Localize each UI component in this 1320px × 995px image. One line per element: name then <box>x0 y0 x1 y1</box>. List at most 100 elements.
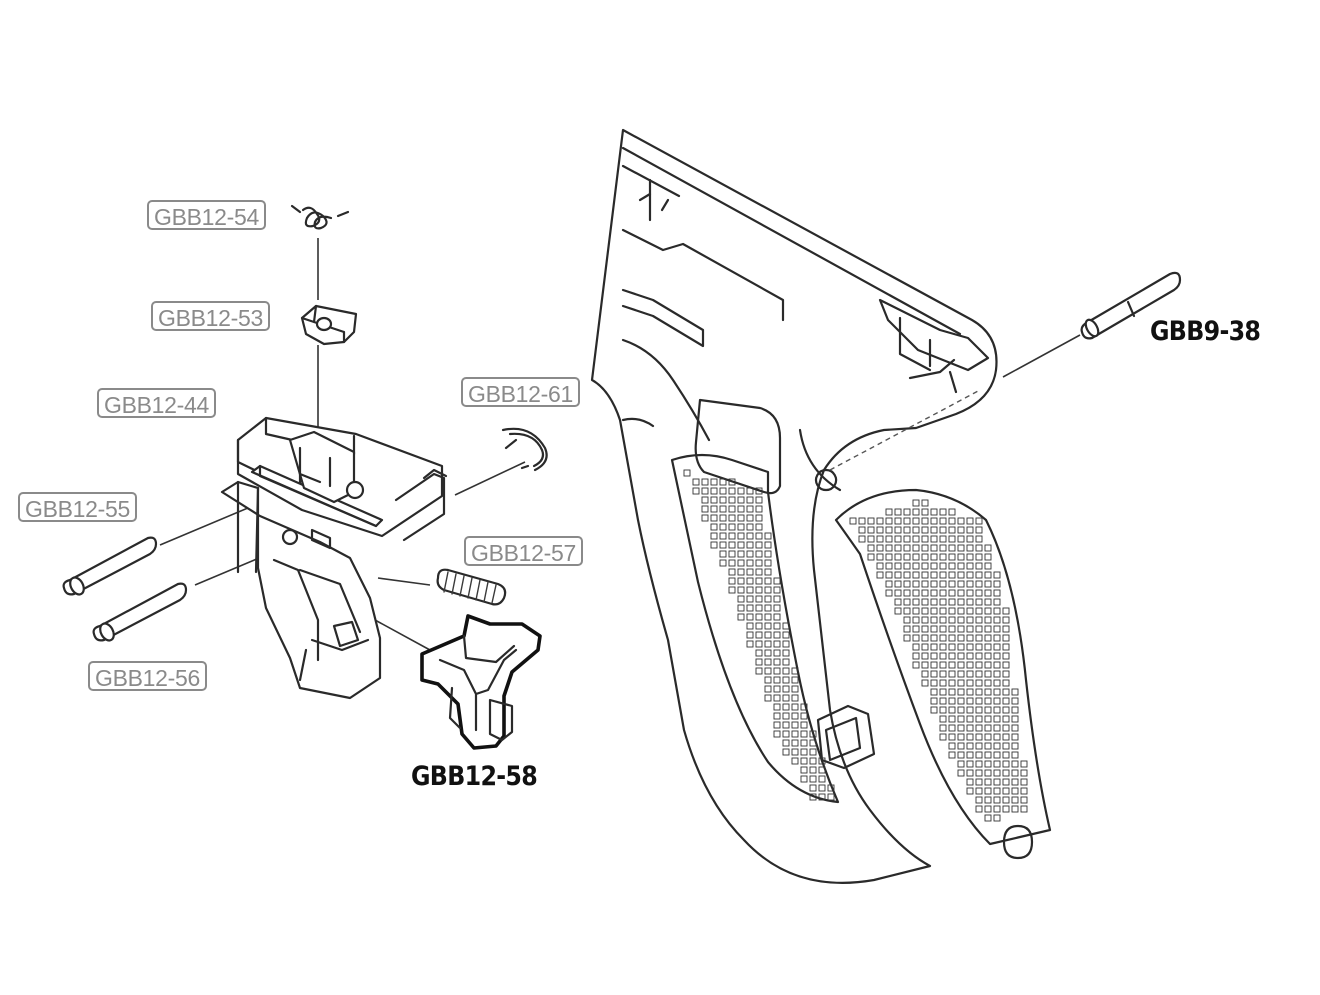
grip-texture-cell <box>755 523 763 531</box>
grip-texture-cell <box>719 532 727 540</box>
pin-gbb12-55-icon <box>62 536 158 596</box>
grip-texture-cell <box>966 526 974 534</box>
grip-texture-cell <box>975 625 983 633</box>
grip-texture-cell <box>903 607 911 615</box>
grip-texture-cell <box>975 652 983 660</box>
grip-texture-cell <box>1011 805 1019 813</box>
grip-texture-cell <box>773 622 781 630</box>
grip-texture-cell <box>948 661 956 669</box>
grip-texture-cell <box>939 724 947 732</box>
grip-texture-cell <box>764 667 772 675</box>
grip-texture-cell <box>984 589 992 597</box>
grip-texture-cell <box>710 505 718 513</box>
grip-texture-cell <box>858 517 866 525</box>
grip-texture-cell <box>764 604 772 612</box>
grip-texture-cell <box>930 589 938 597</box>
grip-texture-cell <box>894 589 902 597</box>
grip-texture-cell <box>876 535 884 543</box>
grip-texture-cell <box>782 649 790 657</box>
grip-texture-cell <box>957 769 965 777</box>
grip-texture-cell <box>912 643 920 651</box>
grip-texture-cell <box>1002 796 1010 804</box>
grip-texture-cell <box>764 532 772 540</box>
grip-texture-cell <box>903 634 911 642</box>
grip-texture-cell <box>921 643 929 651</box>
grip-texture-cell <box>948 679 956 687</box>
grip-texture-cell <box>746 505 754 513</box>
grip-texture-cell <box>984 562 992 570</box>
grip-texture-cell <box>930 526 938 534</box>
grip-texture-cell <box>782 730 790 738</box>
grip-texture-cell <box>921 517 929 525</box>
grip-texture-cell <box>894 571 902 579</box>
grip-texture-cell <box>800 748 808 756</box>
grip-texture-cell <box>939 679 947 687</box>
grip-texture-cell <box>939 715 947 723</box>
grip-texture-cell <box>782 631 790 639</box>
label-gbb12-54: GBB12-54 <box>147 200 266 230</box>
grip-texture-cell <box>858 535 866 543</box>
grip-texture-cell <box>1002 778 1010 786</box>
grip-texture-cell <box>930 580 938 588</box>
grip-texture-cell <box>827 784 835 792</box>
grip-texture-cell <box>912 580 920 588</box>
grip-texture-cell <box>1020 769 1028 777</box>
grip-texture-cell <box>1002 643 1010 651</box>
grip-texture-cell <box>885 553 893 561</box>
grip-texture-cell <box>975 688 983 696</box>
grip-texture-cell <box>948 724 956 732</box>
grip-texture-cell <box>939 625 947 633</box>
grip-texture-cell <box>948 580 956 588</box>
grip-texture-cell <box>1011 697 1019 705</box>
grip-texture-cell <box>948 670 956 678</box>
grip-texture-cell <box>800 757 808 765</box>
grip-texture-cell <box>728 496 736 504</box>
grip-texture-cell <box>755 613 763 621</box>
grip-texture-cell <box>984 760 992 768</box>
grip-texture-cell <box>993 769 1001 777</box>
grip-texture-cell <box>984 697 992 705</box>
label-gbb12-61: GBB12-61 <box>461 377 580 407</box>
grip-texture-cell <box>791 712 799 720</box>
grip-texture-cell <box>993 805 1001 813</box>
grip-texture-cell <box>948 697 956 705</box>
grip-texture-cell <box>894 535 902 543</box>
grip-texture-cell <box>984 706 992 714</box>
grip-texture-cell <box>1011 796 1019 804</box>
grip-texture-cell <box>975 760 983 768</box>
grip-texture-cell <box>1002 688 1010 696</box>
grip-texture-cell <box>984 715 992 723</box>
grip-texture-cell <box>930 508 938 516</box>
grip-texture-cell <box>782 685 790 693</box>
grip-texture-cell <box>948 643 956 651</box>
grip-texture-cell <box>975 553 983 561</box>
spring-gbb12-54-icon <box>290 204 350 230</box>
grip-texture-cell <box>746 550 754 558</box>
grip-texture-cell <box>894 562 902 570</box>
grip-texture-cell <box>800 712 808 720</box>
pistol-frame-icon <box>590 128 1052 884</box>
grip-texture-cell <box>728 514 736 522</box>
grip-texture-cell <box>1002 769 1010 777</box>
grip-texture-cell <box>939 697 947 705</box>
grip-texture-cell <box>957 679 965 687</box>
grip-texture-cell <box>755 667 763 675</box>
grip-texture-cell <box>993 616 1001 624</box>
grip-texture-cell <box>993 733 1001 741</box>
grip-texture-cell <box>975 742 983 750</box>
grip-texture-cell <box>921 679 929 687</box>
grip-texture-cell <box>1002 760 1010 768</box>
grip-texture-cell <box>764 613 772 621</box>
grip-texture-cell <box>912 535 920 543</box>
grip-texture-cell <box>773 631 781 639</box>
grip-texture-cell <box>728 568 736 576</box>
grip-texture-cell <box>993 571 1001 579</box>
grip-texture-cell <box>1020 805 1028 813</box>
grip-texture-cell <box>939 733 947 741</box>
grip-texture-cell <box>894 607 902 615</box>
grip-texture-front <box>683 469 835 801</box>
grip-texture-cell <box>746 532 754 540</box>
grip-texture-cell <box>755 586 763 594</box>
grip-texture-cell <box>903 562 911 570</box>
